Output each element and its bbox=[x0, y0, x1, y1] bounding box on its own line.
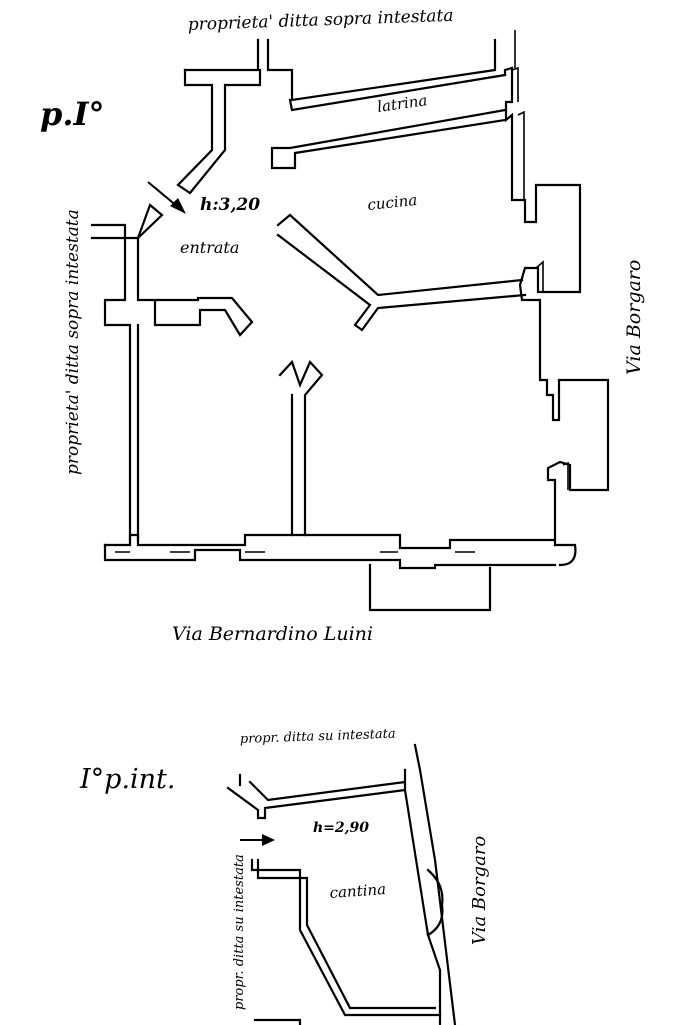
entrata-door-jamb bbox=[136, 203, 164, 240]
basement-right-street: Via Borgaro bbox=[469, 836, 490, 945]
corner-curve bbox=[553, 543, 577, 567]
basement-floor-label: I°p.int. bbox=[79, 764, 176, 795]
upper-floor-plan: proprieta' ditta sopra intestata p.I° la… bbox=[40, 6, 645, 645]
height-label-basement: h=2,90 bbox=[313, 820, 369, 836]
cucina-diagonal-wall bbox=[276, 213, 527, 332]
bottom-exterior-wall bbox=[103, 533, 557, 550]
basement-floor-plan: propr. ditta su intestata I°p.int. h=2,9… bbox=[79, 727, 490, 1025]
cantina-label: cantina bbox=[329, 880, 387, 902]
middle-y-wall bbox=[278, 359, 324, 537]
height-label-upper: h:3,20 bbox=[200, 195, 260, 215]
latrina-wall bbox=[270, 73, 507, 170]
basement-left-label: propr. ditta su intestata bbox=[232, 854, 247, 1010]
upper-top-label: proprieta' ditta sopra intestata bbox=[187, 6, 453, 35]
bottom-balcony bbox=[368, 563, 492, 612]
upper-left-wall bbox=[176, 68, 262, 195]
right-exterior-wall bbox=[503, 66, 610, 547]
entrata-left-wall bbox=[90, 223, 254, 542]
basement-top-wall bbox=[226, 768, 407, 820]
entrata-label: entrata bbox=[180, 238, 239, 257]
upper-bottom-street: Via Bernardino Luini bbox=[172, 623, 373, 645]
bottom-exterior-wall-lower bbox=[103, 543, 557, 570]
right-window-lines bbox=[511, 66, 569, 490]
basement-top-label: propr. ditta su intestata bbox=[240, 727, 396, 747]
upper-floor-label: p.I° bbox=[40, 95, 104, 133]
entry-arrow-icon bbox=[147, 181, 186, 214]
basement-arch bbox=[426, 868, 444, 937]
basement-right-wall bbox=[403, 743, 457, 1025]
cucina-label: cucina bbox=[367, 191, 418, 214]
top-boundary-wall bbox=[183, 38, 497, 102]
basement-entry-arrow-icon bbox=[240, 834, 275, 846]
basement-left-wall bbox=[250, 858, 442, 1017]
upper-left-label: proprieta' ditta sopra intestata bbox=[63, 209, 83, 475]
upper-right-street: Via Borgaro bbox=[623, 260, 645, 375]
basement-bottom-stub bbox=[253, 1018, 302, 1025]
